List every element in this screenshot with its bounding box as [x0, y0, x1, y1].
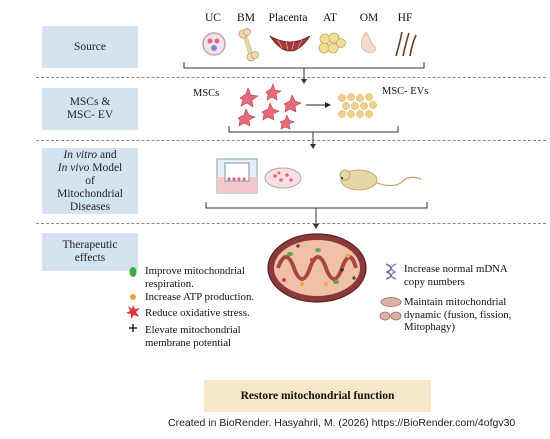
olfactory-mucosa-icon: [361, 31, 376, 53]
stage-therapeutic-label: Therapeutic effects: [62, 239, 118, 264]
mouse-icon: [339, 169, 422, 191]
hair-follicle-icon: [395, 31, 417, 57]
stage-mscs: MSCs & MSC- EV: [42, 88, 138, 130]
mito-pair-icon: [379, 297, 402, 321]
effect-mdna-copy: Increase normal mDNA copy numbers: [404, 263, 508, 288]
adipose-tissue-icon: [318, 32, 346, 54]
source-label-uc: UC: [205, 12, 221, 24]
in-vivo-text: In vivo: [57, 161, 90, 174]
source-label-at: AT: [322, 12, 338, 24]
effect-oxidative-stress: Reduce oxidative stress.: [145, 307, 250, 319]
stage-models-label: In vitro and In vivo Model of Mitochondri…: [57, 149, 123, 214]
separator-1: [36, 77, 546, 78]
transwell-icon: [216, 158, 258, 194]
stage-source-label: Source: [74, 40, 106, 53]
stage-models: In vitro and In vivo Model of Mitochondri…: [42, 148, 138, 214]
and-text: and: [97, 148, 117, 161]
effect-mito-dynamic: Maintain mitochondrial dynamic (fusion, …: [404, 296, 512, 334]
mscs-label: MSCs: [193, 88, 220, 99]
mtdna-icon: [385, 263, 397, 280]
source-label-bm: BM: [237, 12, 255, 24]
effect-atp-production: Increase ATP production.: [145, 291, 255, 303]
stage-source: Source: [42, 26, 138, 68]
effect-membrane-potential: Elevate mitochondrial membrane potential: [145, 324, 241, 349]
source-label-om: OM: [359, 12, 379, 24]
restore-function-box: Restore mitochondrial function: [204, 380, 431, 412]
msc-evs-label: MSC- EVs: [382, 86, 429, 97]
mitochondrion-icon: [267, 233, 367, 303]
model-text: Model of Mitochondrial Diseases: [57, 161, 123, 213]
biorender-credit: Created in BioRender. Hasyahril, M. (202…: [168, 417, 516, 429]
black-cross-icon: [129, 324, 137, 332]
restore-function-label: Restore mitochondrial function: [240, 390, 395, 402]
msc-to-ev-arrow: [306, 102, 331, 108]
umbilical-cord-icon: [202, 32, 226, 56]
bone-marrow-icon: [238, 28, 259, 62]
orange-dot-icon: [130, 294, 136, 300]
effect-improve-respiration: Improve mitochondrial respiration.: [145, 265, 245, 290]
in-vitro-text: In vitro: [63, 148, 98, 161]
source-label-placenta: Placenta: [268, 12, 308, 24]
source-label-hf: HF: [397, 12, 413, 24]
msc-evs-icon: [338, 93, 377, 118]
red-star-icon: [126, 305, 140, 319]
stage-mscs-label: MSCs & MSC- EV: [66, 96, 114, 121]
separator-3: [36, 223, 546, 224]
green-oval-icon: [129, 267, 137, 277]
stage-therapeutic: Therapeutic effects: [42, 233, 138, 271]
separator-2: [36, 140, 546, 141]
petri-dish-icon: [264, 167, 302, 189]
mscs-icon: [237, 83, 302, 130]
placenta-icon: [269, 35, 311, 52]
